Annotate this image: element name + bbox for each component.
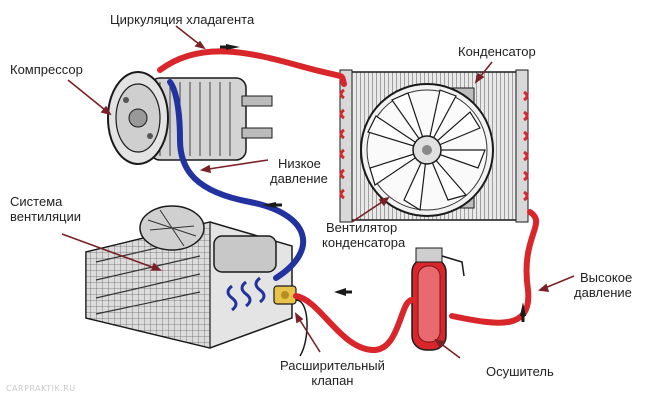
low-pressure-line-2: давление bbox=[270, 171, 328, 186]
ventilation-label: Система вентиляции bbox=[10, 194, 81, 224]
fan-label: Вентилятор конденсатора bbox=[322, 220, 405, 250]
fan-line-2: конденсатора bbox=[322, 235, 406, 250]
ventilation-unit bbox=[85, 205, 293, 349]
ventilation-line-2: вентиляции bbox=[10, 209, 81, 224]
low-pressure-label: Низкое давление bbox=[270, 156, 328, 186]
watermark: CARPRAKTIK.RU bbox=[6, 384, 76, 393]
compressor-unit bbox=[107, 71, 273, 165]
flow-arrows bbox=[220, 44, 526, 322]
high-pressure-label: Высокое давление bbox=[574, 270, 632, 300]
valve-line-2: клапан bbox=[311, 373, 354, 388]
refrigerant-lines bbox=[157, 48, 540, 353]
low-pressure-line-1: Низкое bbox=[278, 156, 321, 171]
fan-line-1: Вентилятор bbox=[326, 220, 398, 235]
pointer-lines bbox=[61, 25, 575, 359]
circulation-label: Циркуляция хладагента bbox=[110, 12, 255, 27]
condenser-label: Конденсатор bbox=[458, 44, 536, 59]
compressor-label: Компрессор bbox=[10, 62, 83, 77]
receiver-dryer bbox=[411, 247, 465, 351]
valve-line-1: Расширительный bbox=[280, 358, 385, 373]
dryer-label: Осушитель bbox=[486, 364, 554, 379]
expansion-valve bbox=[273, 285, 308, 357]
condenser-fan bbox=[360, 83, 494, 217]
valve-label: Расширительный клапан bbox=[280, 358, 385, 388]
high-pressure-line-1: Высокое bbox=[580, 270, 633, 285]
ventilation-line-1: Система bbox=[10, 194, 63, 209]
high-pressure-line-2: давление bbox=[574, 285, 632, 300]
